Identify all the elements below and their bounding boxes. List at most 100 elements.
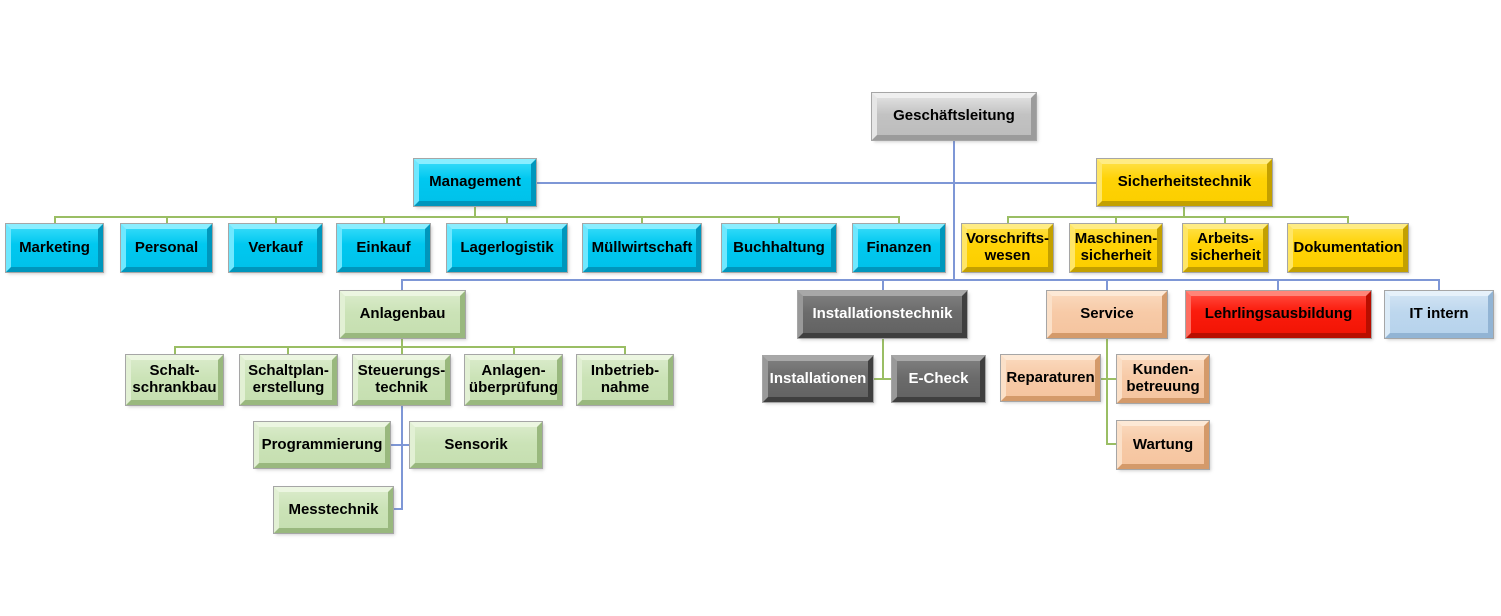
node-steuerungstechnik: Steuerungs- technik (352, 354, 451, 406)
node-schaltschrankbau: Schalt- schrankbau (125, 354, 224, 406)
node-personal: Personal (120, 223, 213, 273)
node-label-personal: Personal (134, 238, 199, 256)
node-label-installationstechnik: Installationstechnik (812, 305, 953, 323)
connector-drop-lagerlogistik (506, 216, 508, 224)
node-label-lehrlingsausbildung: Lehrlingsausbildung (1204, 305, 1353, 323)
node-label-messtechnik: Messtechnik (288, 500, 379, 518)
connector-rail-management-children (54, 216, 900, 218)
node-it-intern: IT intern (1384, 290, 1494, 339)
node-label-finanzen: Finanzen (866, 238, 932, 256)
connector-stub-programmierung (390, 444, 401, 446)
node-sicherheitstechnik: Sicherheitstechnik (1096, 158, 1273, 207)
node-label-schaltplanerstellung: Schaltplan- erstellung (248, 362, 329, 396)
node-anlagenueberpruefung: Anlagen- überprüfung (464, 354, 563, 406)
connector-stub-reparaturen (1100, 378, 1106, 380)
connector-drop-personal (166, 216, 168, 224)
node-label-installationen: Installationen (769, 369, 867, 387)
node-reparaturen: Reparaturen (1000, 354, 1101, 402)
node-label-e-check: E-Check (908, 369, 969, 387)
node-dokumentation: Dokumentation (1287, 223, 1409, 273)
node-inbetriebnahme: Inbetrieb- nahme (576, 354, 674, 406)
node-muellwirtschaft: Müllwirtschaft (582, 223, 702, 273)
connector-stub-installationen (873, 378, 882, 380)
connector-drop-service (1106, 279, 1108, 291)
node-maschinensicherheit: Maschinen- sicherheit (1069, 223, 1163, 273)
connector-stub-wartung (1108, 443, 1117, 445)
node-management: Management (413, 158, 537, 207)
node-label-it-intern: IT intern (1409, 305, 1469, 323)
connector-drop-maschinensicherheit (1115, 216, 1117, 224)
connector-drop-it-intern (1438, 279, 1440, 291)
node-label-steuerungstechnik: Steuerungs- technik (357, 362, 446, 396)
node-einkauf: Einkauf (336, 223, 431, 273)
connector-trunk-installationstechnik (882, 338, 884, 380)
node-label-muellwirtschaft: Müllwirtschaft (591, 238, 693, 256)
node-programmierung: Programmierung (253, 421, 391, 469)
connector-drop-muellwirtschaft (641, 216, 643, 224)
node-label-inbetriebnahme: Inbetrieb- nahme (590, 362, 660, 396)
node-label-service: Service (1080, 305, 1134, 323)
node-label-maschinensicherheit: Maschinen- sicherheit (1074, 230, 1158, 264)
connector-trunk-management (474, 206, 476, 217)
node-kundenbetreuung: Kunden- betreuung (1116, 354, 1210, 404)
node-buchhaltung: Buchhaltung (721, 223, 837, 273)
connector-rail-management-sicherheit (536, 182, 1097, 184)
node-e-check: E-Check (891, 355, 986, 403)
connector-drop-buchhaltung (778, 216, 780, 224)
connector-rail-anlagenbau-children (174, 346, 626, 348)
node-label-schaltschrankbau: Schalt- schrankbau (132, 362, 217, 396)
connector-drop-finanzen (898, 216, 900, 224)
node-label-dokumentation: Dokumentation (1293, 238, 1403, 256)
node-label-verkauf: Verkauf (248, 238, 303, 256)
connector-drop-einkauf (383, 216, 385, 224)
node-label-wartung: Wartung (1132, 435, 1194, 453)
node-lagerlogistik: Lagerlogistik (446, 223, 568, 273)
node-service: Service (1046, 290, 1168, 339)
connector-rail-row3 (401, 279, 1440, 281)
node-label-management: Management (429, 173, 521, 191)
connector-drop-vorschriftswesen (1007, 216, 1009, 224)
node-label-vorschriftswesen: Vorschrifts- wesen (965, 230, 1050, 264)
connector-drop-dokumentation (1347, 216, 1349, 224)
node-label-anlagenueberpruefung: Anlagen- überprüfung (468, 362, 559, 396)
connector-drop-schaltschrankbau (174, 346, 176, 355)
connector-drop-inbetriebnahme (624, 346, 626, 355)
connector-trunk-service (1106, 338, 1108, 445)
connector-stub-messtechnik (393, 508, 403, 510)
node-verkauf: Verkauf (228, 223, 323, 273)
connector-drop-verkauf (275, 216, 277, 224)
connector-drop-anlagenbau (401, 279, 403, 291)
node-schaltplanerstellung: Schaltplan- erstellung (239, 354, 338, 406)
node-label-lagerlogistik: Lagerlogistik (460, 238, 554, 256)
node-lehrlingsausbildung: Lehrlingsausbildung (1185, 290, 1372, 339)
connector-trunk-geschaeftsleitung (953, 140, 955, 281)
connector-stub-e-check (884, 378, 892, 380)
node-installationen: Installationen (762, 355, 874, 403)
connector-trunk-sicherheitstechnik (1183, 206, 1185, 217)
connector-stub-sensorik (403, 444, 410, 446)
node-label-kundenbetreuung: Kunden- betreuung (1126, 361, 1200, 395)
connector-drop-anlagenueberpruefung (513, 346, 515, 355)
connector-drop-marketing (54, 216, 56, 224)
node-label-geschaeftsleitung: Geschäftsleitung (893, 107, 1015, 125)
connector-trunk-anlagenbau (401, 338, 403, 348)
connector-stub-kundenbetreuung (1108, 378, 1117, 380)
node-sensorik: Sensorik (409, 421, 543, 469)
node-label-marketing: Marketing (19, 238, 90, 256)
node-label-arbeitssicherheit: Arbeits- sicherheit (1190, 230, 1261, 264)
node-finanzen: Finanzen (852, 223, 946, 273)
node-label-sensorik: Sensorik (444, 435, 508, 453)
node-installationstechnik: Installationstechnik (797, 290, 968, 339)
node-marketing: Marketing (5, 223, 104, 273)
node-label-reparaturen: Reparaturen (1006, 368, 1095, 386)
node-wartung: Wartung (1116, 420, 1210, 470)
node-vorschriftswesen: Vorschrifts- wesen (961, 223, 1054, 273)
node-label-anlagenbau: Anlagenbau (359, 305, 446, 323)
connector-drop-schaltplanerstellung (287, 346, 289, 355)
node-anlagenbau: Anlagenbau (339, 290, 466, 339)
connector-drop-arbeitssicherheit (1224, 216, 1226, 224)
connector-drop-installationstechnik (882, 279, 884, 291)
connector-drop-steuerungstechnik (401, 346, 403, 355)
node-geschaeftsleitung: Geschäftsleitung (871, 92, 1037, 141)
